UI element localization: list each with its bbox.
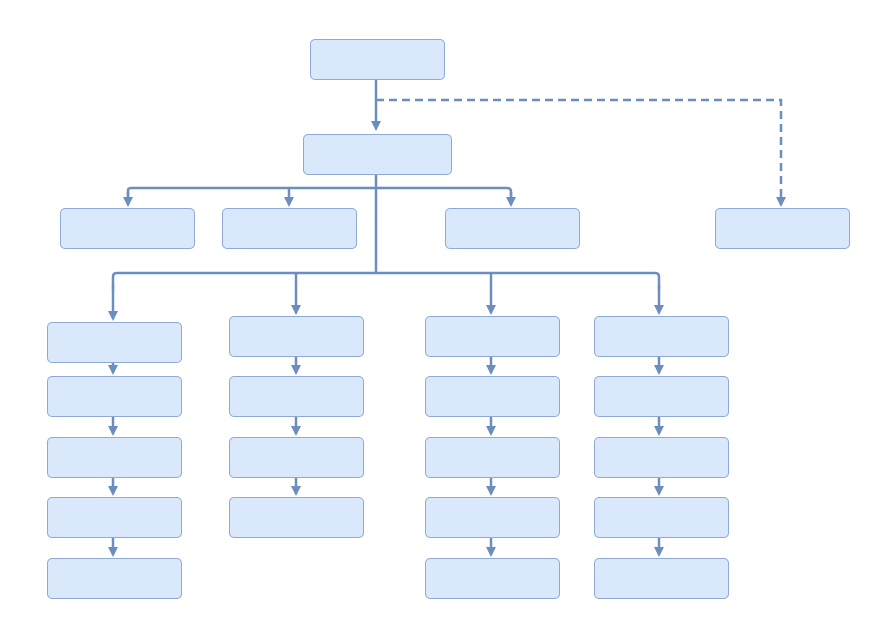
node-col4-4[interactable] (594, 497, 729, 538)
node-side[interactable] (715, 208, 850, 249)
node-col3-3[interactable] (425, 437, 560, 478)
node-col1-3[interactable] (47, 437, 182, 478)
node-level1[interactable] (303, 134, 452, 175)
node-col3-5[interactable] (425, 558, 560, 599)
node-col3-1[interactable] (425, 316, 560, 357)
node-col1-5[interactable] (47, 558, 182, 599)
node-col1-1[interactable] (47, 322, 182, 363)
node-branch-a[interactable] (60, 208, 195, 249)
node-col4-3[interactable] (594, 437, 729, 478)
node-col4-5[interactable] (594, 558, 729, 599)
connector-upper-bus (126, 186, 513, 197)
node-col2-1[interactable] (229, 316, 364, 357)
connector-lower-bus (111, 271, 661, 290)
node-col2-2[interactable] (229, 376, 364, 417)
node-col3-2[interactable] (425, 376, 560, 417)
node-branch-c[interactable] (445, 208, 580, 249)
node-branch-b[interactable] (222, 208, 357, 249)
node-col1-4[interactable] (47, 497, 182, 538)
node-col3-4[interactable] (425, 497, 560, 538)
node-col4-1[interactable] (594, 316, 729, 357)
node-col1-2[interactable] (47, 376, 182, 417)
node-root[interactable] (310, 39, 445, 80)
node-col4-2[interactable] (594, 376, 729, 417)
connector-root-to-side-dashed (376, 98, 786, 207)
node-col2-3[interactable] (229, 437, 364, 478)
node-col2-4[interactable] (229, 497, 364, 538)
